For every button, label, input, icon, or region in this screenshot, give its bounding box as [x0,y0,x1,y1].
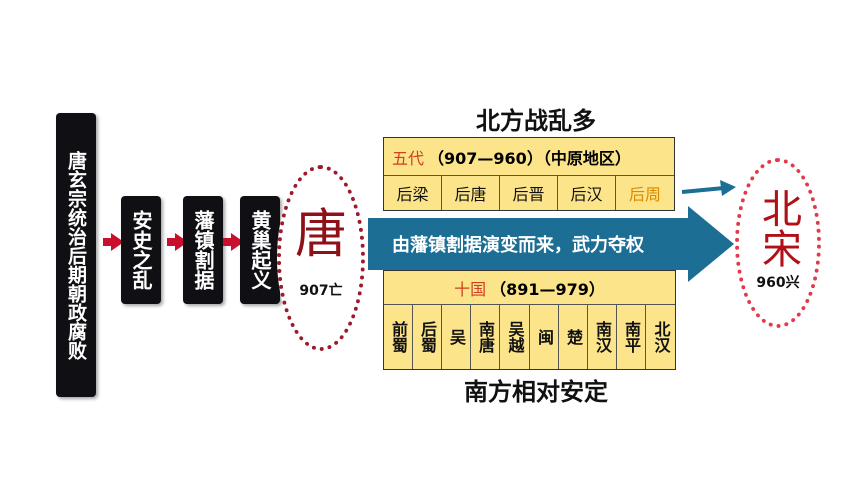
ten-kingdoms-label: 十国 [454,279,487,299]
kingdom-cell: 吴越 [500,305,530,369]
dynasty-cell: 后汉 [558,176,616,210]
tang-year: 907亡 [299,283,343,299]
song-year: 960兴 [756,275,800,291]
ten-kingdoms-header: 十国 （891—979） [384,271,675,305]
five-dynasties-header: 五代 （907—960）（中原地区） [384,138,674,176]
arrow-right-icon [103,233,124,251]
five-dynasties-row: 后梁 后唐 后晋 后汉 后周 [384,176,674,210]
dynasty-cell-highlight: 后周 [628,185,661,204]
kingdom-cell: 前蜀 [384,305,413,369]
ten-kingdoms-period: （891—979） [490,279,605,299]
dynasty-cell: 后晋 [500,176,558,210]
song-ellipse [735,158,821,328]
ten-kingdoms-table: 十国 （891—979） 前蜀 后蜀 吴 南唐 吴越 闽 楚 南汉 南平 北汉 [383,270,676,370]
dynasty-cell: 后唐 [442,176,500,210]
flow-box-decline: 唐玄宗统治后期朝政腐败 [56,113,96,397]
five-dynasties-period: （907—960）（中原地区） [428,148,631,168]
kingdom-cell: 北汉 [651,321,671,353]
kingdom-cell: 南唐 [471,305,500,369]
south-heading: 南方相对安定 [464,378,608,406]
tang-ellipse [277,165,365,351]
middle-arrow-text: 由藩镇割据演变而来，武力夺权 [392,235,644,256]
kingdom-cell: 南平 [617,305,646,369]
kingdom-cell: 闽 [530,305,559,369]
flow-box-anshi: 安史之乱 [121,196,161,304]
kingdom-cell: 楚 [559,305,588,369]
kingdom-cell: 南汉 [588,305,617,369]
north-heading: 北方战乱多 [476,107,596,135]
kingdom-cell: 吴 [442,305,471,369]
ten-kingdoms-row: 前蜀 后蜀 吴 南唐 吴越 闽 楚 南汉 南平 北汉 [384,305,675,369]
tang-label: 唐 [294,205,347,265]
middle-arrow-head-icon [688,206,734,282]
middle-arrow: 由藩镇割据演变而来，武力夺权 [368,218,690,270]
five-dynasties-label: 五代 [392,148,425,168]
kingdom-cell: 后蜀 [413,305,442,369]
flow-box-fanzhen: 藩镇割据 [183,196,223,304]
five-dynasties-table: 五代 （907—960）（中原地区） 后梁 后唐 后晋 后汉 后周 [383,137,675,211]
dynasty-cell: 后梁 [384,176,442,210]
song-label: 北宋 [755,188,801,268]
flow-box-huangchao: 黄巢起义 [240,196,280,304]
connector-arrow-icon [681,180,736,196]
